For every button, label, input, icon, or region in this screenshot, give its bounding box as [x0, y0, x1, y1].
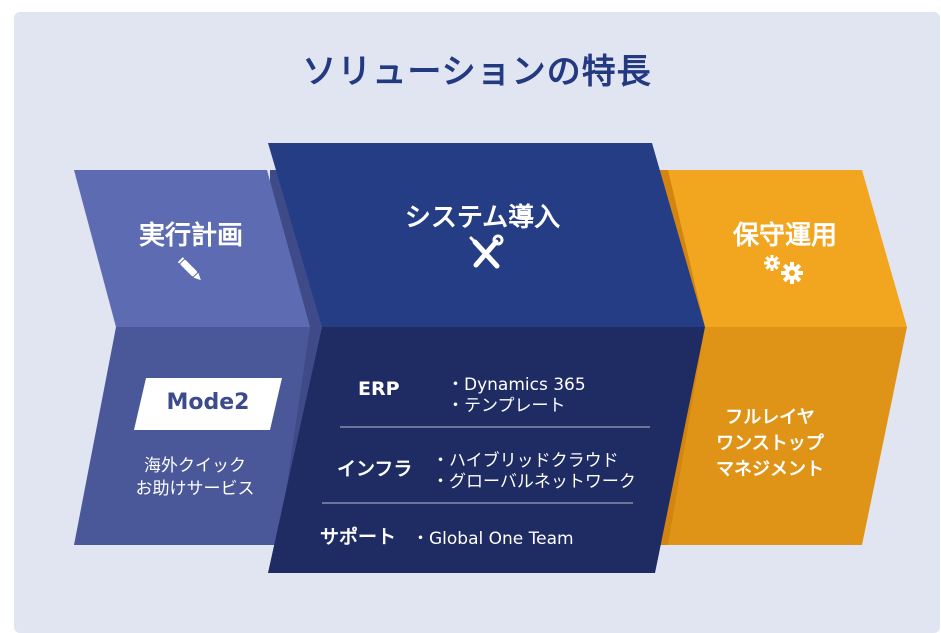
plan-description-line-1: 海外クイック [144, 456, 246, 476]
infra-item-2: ・グローバルネットワーク [432, 472, 636, 492]
gears-icon [764, 255, 803, 284]
implementation-chevron-bottom [268, 327, 705, 573]
support-label: サポート [320, 526, 397, 548]
erp-item-2: ・テンプレート [447, 396, 566, 416]
operation-description-line-3: マネジメント [716, 459, 824, 480]
erp-label: ERP [358, 378, 400, 400]
operation-chevron-bottom [668, 327, 907, 545]
tools-icon [469, 234, 504, 269]
erp-item-1: ・Dynamics 365 [447, 375, 586, 395]
mode2-badge-label: Mode2 [166, 390, 250, 415]
infra-label: インフラ [337, 458, 413, 480]
implementation-chevron-top [268, 143, 705, 327]
page-title: ソリューションの特長 [302, 52, 652, 92]
infra-item-1: ・ハイブリッドクラウド [432, 451, 619, 471]
implementation-label: システム導入 [404, 203, 561, 233]
plan-label: 実行計画 [138, 221, 243, 251]
operation-label: 保守運用 [732, 221, 837, 251]
plan-chevron-bottom [74, 327, 310, 545]
mode2-badge [134, 378, 282, 430]
plan-chevron-top [74, 170, 310, 327]
support-item-1: ・Global One Team [412, 529, 574, 549]
operation-description-line-1: フルレイヤ [725, 407, 815, 428]
operation-description-line-2: ワンストップ [716, 433, 824, 454]
operation-chevron-top [668, 170, 907, 327]
plan-description-line-2: お助けサービス [135, 479, 255, 499]
